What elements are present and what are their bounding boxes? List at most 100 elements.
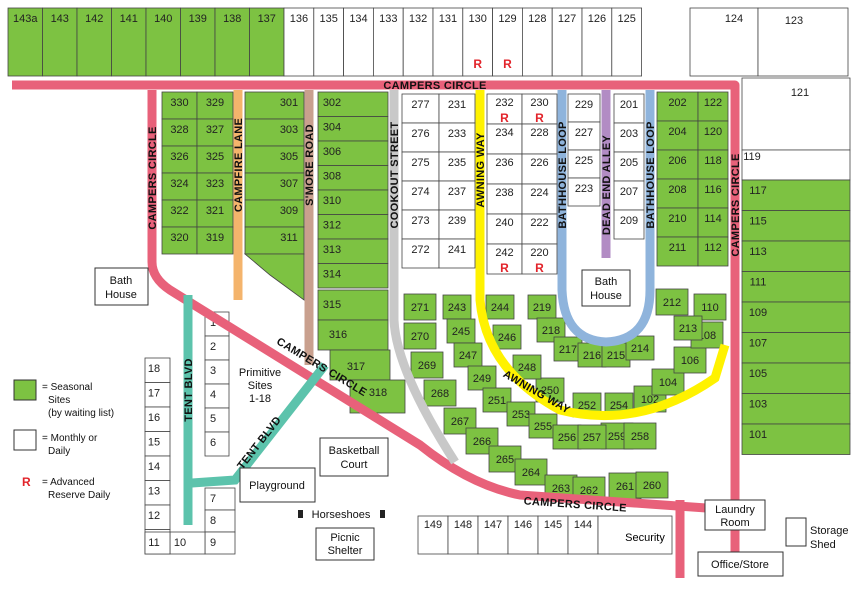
site-237[interactable]: 237 <box>438 180 476 211</box>
site-204[interactable]: 204 <box>656 120 699 151</box>
site-271[interactable]: 271 <box>403 293 437 321</box>
site-209[interactable]: 209 <box>613 209 645 240</box>
site-213[interactable]: 213 <box>673 315 703 341</box>
site-101[interactable]: 101 <box>741 423 851 455</box>
site-205[interactable]: 205 <box>613 151 645 182</box>
site-140[interactable]: 140 <box>145 7 181 77</box>
horseshoes[interactable]: Horseshoes <box>298 509 385 521</box>
site-238[interactable]: 238 <box>486 183 523 215</box>
site-268[interactable]: 268 <box>423 379 457 407</box>
site-10[interactable]: 10 <box>169 531 206 555</box>
site-218[interactable]: 218 <box>536 317 566 343</box>
cookout-street-road[interactable] <box>389 90 459 465</box>
security-building[interactable]: Security <box>597 515 673 555</box>
site-319[interactable]: 319 <box>196 226 234 255</box>
site-225[interactable]: 225 <box>567 149 601 179</box>
site-276[interactable]: 276 <box>401 122 440 153</box>
site-12[interactable]: 12 <box>144 504 171 530</box>
site-257[interactable]: 257 <box>577 424 607 450</box>
site-249[interactable]: 249 <box>467 365 497 391</box>
site-120[interactable]: 120 <box>697 120 729 151</box>
site-11[interactable]: 11 <box>144 531 171 555</box>
site-3[interactable]: 3 <box>204 359 230 385</box>
site-115[interactable]: 115 <box>741 210 851 242</box>
site-301-curve[interactable] <box>243 253 305 301</box>
site-203[interactable]: 203 <box>613 122 645 153</box>
site-311[interactable]: 311 <box>244 226 305 255</box>
site-134[interactable]: 134 <box>343 7 374 77</box>
site-235[interactable]: 235 <box>438 151 476 182</box>
site-313[interactable]: 313 <box>317 238 389 264</box>
site-309[interactable]: 309 <box>244 199 305 228</box>
site-207[interactable]: 207 <box>613 180 645 211</box>
site-6[interactable]: 6 <box>204 431 230 457</box>
site-234[interactable]: 234 <box>486 123 523 155</box>
bath-house-center[interactable]: Bath House <box>581 269 631 307</box>
site-141[interactable]: 141 <box>111 7 147 77</box>
site-144[interactable]: 144 <box>567 515 599 555</box>
site-329[interactable]: 329 <box>196 91 234 120</box>
site-301[interactable]: 301 <box>244 91 305 120</box>
site-104[interactable]: 104 <box>651 368 685 396</box>
site-310[interactable]: 310 <box>317 189 389 215</box>
site-117[interactable]: 117 <box>741 179 851 211</box>
site-305[interactable]: 305 <box>244 145 305 174</box>
site-17[interactable]: 17 <box>144 382 171 408</box>
site-106[interactable]: 106 <box>673 346 707 374</box>
site-8[interactable]: 8 <box>204 509 236 533</box>
site-148[interactable]: 148 <box>447 515 479 555</box>
site-123[interactable]: 123 <box>757 7 849 77</box>
site-228[interactable]: 228 <box>521 123 558 155</box>
site-114[interactable]: 114 <box>697 207 729 238</box>
site-241[interactable]: 241 <box>438 238 476 269</box>
site-224[interactable]: 224 <box>521 183 558 215</box>
site-131[interactable]: 131 <box>432 7 464 77</box>
site-326[interactable]: 326 <box>161 145 198 174</box>
site-139[interactable]: 139 <box>180 7 216 77</box>
site-325[interactable]: 325 <box>196 145 234 174</box>
site-239[interactable]: 239 <box>438 209 476 240</box>
office-store[interactable]: Office/Store <box>697 551 784 577</box>
site-122[interactable]: 122 <box>697 91 729 122</box>
site-316[interactable]: 316 <box>317 319 389 351</box>
site-103[interactable]: 103 <box>741 393 851 425</box>
site-304[interactable]: 304 <box>317 116 389 142</box>
tent-blvd-road-diagonal[interactable] <box>191 362 329 488</box>
site-121[interactable]: 121 <box>741 77 851 151</box>
site-133[interactable]: 133 <box>372 7 404 77</box>
site-136[interactable]: 136 <box>283 7 315 77</box>
site-240[interactable]: 240 <box>486 213 523 245</box>
site-147[interactable]: 147 <box>477 515 509 555</box>
site-111[interactable]: 111 <box>741 271 851 303</box>
site-217[interactable]: 217 <box>553 336 583 362</box>
site-107[interactable]: 107 <box>741 332 851 364</box>
site-302[interactable]: 302 <box>317 91 389 117</box>
site-138[interactable]: 138 <box>214 7 250 77</box>
site-308[interactable]: 308 <box>317 165 389 191</box>
site-5[interactable]: 5 <box>204 407 230 433</box>
site-149[interactable]: 149 <box>417 515 449 555</box>
site-322[interactable]: 322 <box>161 199 198 228</box>
site-127[interactable]: 127 <box>551 7 583 77</box>
storage-shed[interactable]: Storage Shed <box>785 517 849 551</box>
site-231[interactable]: 231 <box>438 93 476 124</box>
site-317[interactable]: 317 <box>329 349 391 381</box>
site-137[interactable]: 137 <box>249 7 285 77</box>
site-321[interactable]: 321 <box>196 199 234 228</box>
campers-circle-road-west[interactable] <box>147 90 736 515</box>
site-2[interactable]: 2 <box>204 335 230 361</box>
site-244[interactable]: 244 <box>485 294 515 320</box>
site-135[interactable]: 135 <box>313 7 344 77</box>
site-4[interactable]: 4 <box>204 383 230 409</box>
site-125[interactable]: 125 <box>611 7 642 77</box>
site-215[interactable]: 215 <box>601 342 631 368</box>
site-269[interactable]: 269 <box>410 351 444 379</box>
site-264[interactable]: 264 <box>514 458 548 486</box>
site-315[interactable]: 315 <box>317 289 389 321</box>
site-145[interactable]: 145 <box>537 515 569 555</box>
site-119[interactable]: 119 <box>741 149 851 181</box>
